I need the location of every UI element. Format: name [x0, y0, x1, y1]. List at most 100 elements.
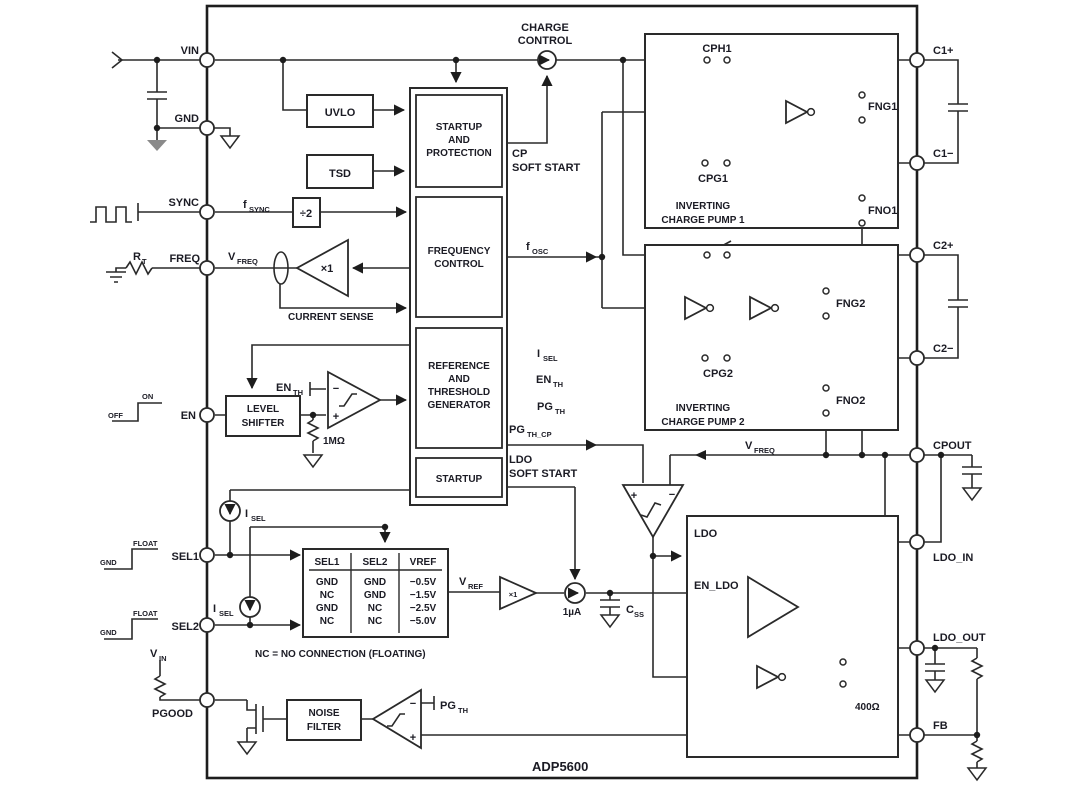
label: INVERTING: [676, 201, 731, 212]
vref-sub: REF: [468, 582, 483, 591]
pin-label-cpout: CPOUT: [933, 440, 972, 452]
current-sense-loop-icon: [273, 251, 289, 285]
fng1-label: FNG1: [868, 101, 897, 113]
fsync-label: f: [243, 199, 247, 211]
pgth-sub: TH: [555, 407, 565, 416]
table-cell: GND: [316, 603, 338, 614]
plus-sign: +: [333, 411, 339, 423]
pin-label-en: EN: [181, 410, 196, 422]
cpout-capacitor: [924, 454, 982, 488]
ldoout-capacitor: [924, 647, 977, 680]
vin-label: V: [150, 648, 158, 660]
inverter-bubble: [705, 303, 715, 313]
label: FREQUENCY: [428, 246, 491, 257]
ldo-soft-start-label: LDO: [509, 454, 533, 466]
vfreq-sub: FREQ: [754, 446, 775, 455]
label: GENERATOR: [428, 400, 492, 411]
pin-label-vin: VIN: [181, 45, 199, 57]
cpg2-label: CPG2: [703, 368, 733, 380]
x1-label: ×1: [321, 263, 334, 275]
plus-sign: +: [410, 732, 416, 744]
gnd-label: GND: [100, 558, 117, 567]
pin-c2p: [909, 247, 925, 263]
label: THRESHOLD: [428, 387, 490, 398]
sel2-step-icon: [104, 618, 158, 640]
pgthcp-sub: TH_CP: [527, 430, 552, 439]
css-capacitor: [600, 593, 620, 615]
sel1-step-icon: [104, 548, 158, 570]
pins: [199, 52, 925, 743]
fno2-label: FNO2: [836, 395, 865, 407]
label: AND: [448, 135, 470, 146]
isel-sub: SEL: [219, 609, 234, 618]
ground-icon: [599, 614, 621, 629]
switch-contacts: [701, 56, 866, 688]
hysteresis-icon: [640, 502, 662, 518]
inverter-bubble: [777, 672, 787, 682]
ground-icon: [219, 135, 241, 150]
enth-label: EN: [536, 374, 551, 386]
label: STARTUP: [436, 122, 483, 133]
label: REFERENCE: [428, 361, 490, 372]
pin-ldo-out: [909, 640, 925, 656]
isel-sub: SEL: [251, 514, 266, 523]
pin-label-sync: SYNC: [168, 197, 199, 209]
inverter-bubble: [806, 107, 816, 117]
rt-sub: T: [142, 257, 147, 266]
hysteresis-icon: [339, 393, 357, 407]
minus-sign: −: [333, 383, 339, 395]
wire: [246, 344, 410, 390]
inverter-icon: [785, 99, 809, 125]
vfreq-sub: FREQ: [237, 257, 258, 266]
vfreq-label: V: [228, 251, 236, 263]
pin-sel1: [199, 547, 215, 563]
fosc-label: f: [526, 241, 530, 253]
table-cell: GND: [364, 577, 386, 588]
ground-icon: [924, 679, 946, 694]
ground-icon: [302, 454, 324, 469]
table-cell: NC: [368, 603, 382, 614]
css-label: C: [626, 604, 634, 616]
cph1-label: CPH1: [702, 43, 731, 55]
inverter-icon: [749, 295, 773, 321]
square-wave-icon: [90, 206, 132, 223]
table-cell: NC: [320, 616, 334, 627]
pin-label-sel2: SEL2: [171, 621, 199, 633]
pin-sel2: [199, 617, 215, 633]
pin-label-ldo-in: LDO_IN: [933, 552, 973, 564]
vref-buffer: [499, 575, 539, 611]
css-sub: SS: [634, 610, 644, 619]
table-header: VREF: [410, 557, 437, 568]
pgth-label: PG: [537, 401, 553, 413]
fno1-label: FNO1: [868, 205, 897, 217]
ground-icon: [147, 140, 167, 151]
fosc-sub: OSC: [532, 247, 549, 256]
gnd-label: GND: [100, 628, 117, 637]
block-div2: [292, 197, 321, 228]
pin-freq: [199, 260, 215, 276]
part-number: ADP5600: [532, 759, 588, 774]
pin-gnd: [199, 120, 215, 136]
table-cell: NC: [320, 590, 334, 601]
ldo-soft-start-label: SOFT START: [509, 468, 578, 480]
x1-label: ×1: [509, 590, 518, 599]
input-chevron-icon: [111, 51, 124, 69]
wire-current-sense: [279, 284, 408, 314]
on-label: ON: [142, 392, 153, 401]
pgthcp-label: PG: [509, 424, 525, 436]
pin-pgood: [199, 692, 215, 708]
vref-table: [302, 548, 449, 638]
label: PROTECTION: [426, 148, 492, 159]
pin-label-freq: FREQ: [169, 253, 200, 265]
off-label: OFF: [108, 411, 123, 420]
wire: [137, 203, 200, 221]
pin-sync: [199, 204, 215, 220]
pin-label-gnd: GND: [175, 113, 200, 125]
float-label: FLOAT: [133, 539, 158, 548]
fsync-sub: SYNC: [249, 205, 270, 214]
table-cell: −1.5V: [410, 590, 437, 601]
chip-outline: [205, 4, 919, 780]
enth-sub: TH: [553, 380, 563, 389]
en-step-icon: [112, 402, 162, 422]
